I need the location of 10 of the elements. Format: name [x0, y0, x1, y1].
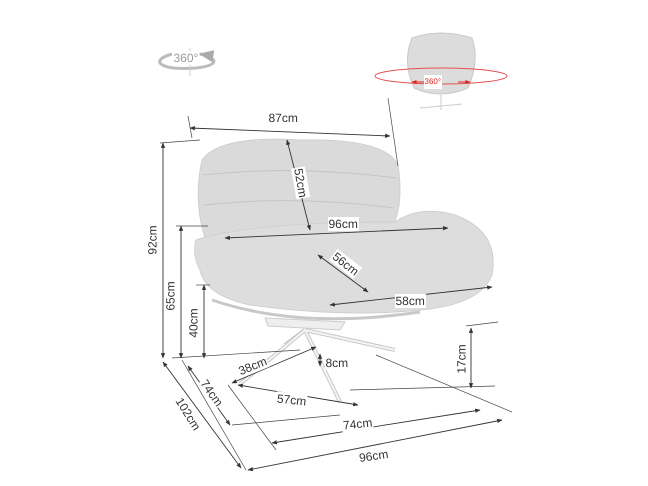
dimension-label: 87cm: [268, 111, 299, 125]
dimension-label: 65cm: [163, 280, 178, 312]
dimension-label: 40cm: [186, 307, 200, 339]
dimension-label: 8cm: [324, 356, 350, 370]
dimension-label: 17cm: [454, 343, 468, 375]
rotation-label: 360°: [424, 75, 442, 89]
dimension-label: 92cm: [145, 224, 160, 256]
rotation-label: 360°: [172, 51, 200, 65]
dimension-label: 96cm: [328, 217, 359, 231]
dimension-label: 58cm: [394, 294, 426, 308]
